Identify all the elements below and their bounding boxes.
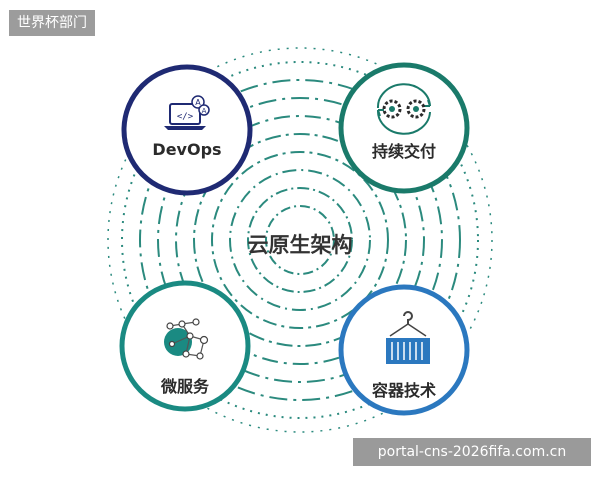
svg-text:</>: </> — [177, 112, 194, 122]
ring-9 — [121, 61, 479, 419]
concentric-rings — [107, 47, 493, 433]
devops-label: DevOps — [152, 140, 222, 159]
ring-6 — [175, 115, 425, 365]
ring-5 — [193, 133, 407, 347]
center-label: 云原生架构 — [247, 233, 353, 257]
gears-cycle-icon — [376, 83, 431, 135]
shipping-container-icon — [386, 311, 430, 364]
ring-7 — [157, 97, 443, 383]
department-badge: 世界杯部门 — [9, 10, 95, 36]
ring-3 — [229, 169, 371, 311]
svg-text:A: A — [202, 107, 207, 115]
microservices-label: 微服务 — [160, 377, 209, 396]
ring-8 — [139, 79, 461, 401]
svg-text:A: A — [195, 98, 201, 107]
ring-2 — [247, 187, 353, 293]
ring-4 — [211, 151, 389, 329]
network-nodes-icon — [164, 318, 209, 360]
continuous-delivery-node — [338, 62, 470, 194]
continuous-delivery-label: 持续交付 — [371, 142, 436, 161]
url-watermark: portal-cns-2026fifa.com.cn — [353, 438, 591, 466]
laptop-code-icon: </> A A — [164, 95, 210, 130]
container-label: 容器技术 — [371, 381, 436, 400]
ring-10 — [107, 47, 493, 433]
ring-1 — [265, 205, 335, 275]
